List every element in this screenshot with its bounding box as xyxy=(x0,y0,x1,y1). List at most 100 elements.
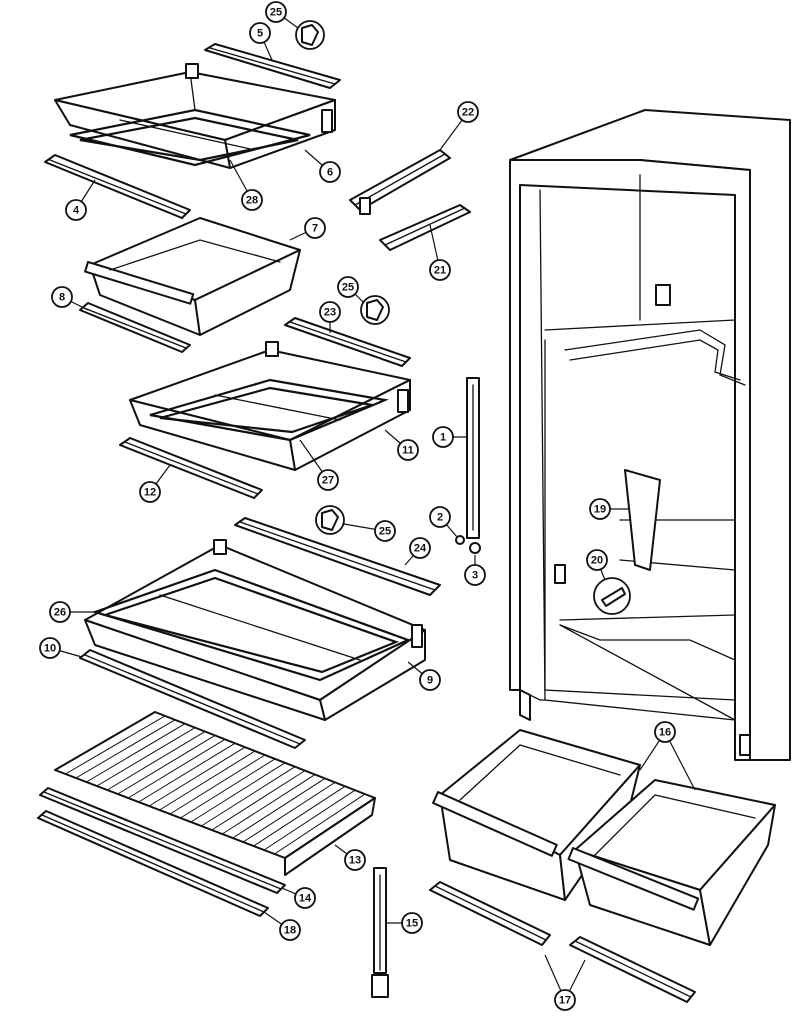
callout-number: 11 xyxy=(402,445,414,457)
drawer-rail-17-left xyxy=(429,881,551,946)
callout-9: 9 xyxy=(419,669,441,691)
callout-circle xyxy=(265,1,287,23)
callout-number: 10 xyxy=(44,643,56,655)
wire-rod xyxy=(148,746,246,807)
callout-circle xyxy=(654,721,676,743)
callout-2: 2 xyxy=(429,506,451,528)
callout-circle xyxy=(39,637,61,659)
callout-number: 24 xyxy=(414,543,427,555)
callout-number: 16 xyxy=(659,727,671,739)
clip-3 xyxy=(469,542,481,554)
callout-labels: 2556284782221252311271212325242610919201… xyxy=(39,1,676,1011)
clip-25-icon xyxy=(360,295,390,325)
callout-circle xyxy=(319,161,341,183)
callout-number: 25 xyxy=(342,282,354,294)
shelf-6-assembly xyxy=(54,63,336,169)
callout-number: 13 xyxy=(349,855,361,867)
callout-24: 24 xyxy=(409,537,431,559)
callout-number: 4 xyxy=(73,205,80,217)
callout-circle xyxy=(344,849,366,871)
shelf-rail-22 xyxy=(349,149,451,215)
wire-rod xyxy=(242,781,336,843)
callout-number: 18 xyxy=(284,925,296,937)
shelf-rail-21 xyxy=(379,204,471,251)
callout-6: 6 xyxy=(319,161,341,183)
callout-23: 23 xyxy=(319,301,341,323)
trim-strip-24 xyxy=(234,517,441,596)
callout-circle xyxy=(589,498,611,520)
bracket-19 xyxy=(624,469,661,571)
callout-number: 3 xyxy=(472,570,478,582)
callout-8: 8 xyxy=(51,286,73,308)
wire-rod xyxy=(190,762,286,823)
callout-18: 18 xyxy=(279,919,301,941)
wire-rod xyxy=(232,778,326,839)
callout-circle xyxy=(317,469,339,491)
glass-shelf-26 xyxy=(91,568,411,682)
wire-shelf-13 xyxy=(54,711,376,876)
wire-rod xyxy=(65,715,166,775)
callout-number: 23 xyxy=(324,307,336,319)
trim-strip-12 xyxy=(119,437,263,499)
refrigerator-cabinet xyxy=(509,109,791,761)
screw-2 xyxy=(455,535,465,545)
trim-strip-8 xyxy=(79,302,191,353)
callout-circle xyxy=(554,989,576,1011)
callout-19: 19 xyxy=(589,498,611,520)
callout-circle xyxy=(139,481,161,503)
callout-circle xyxy=(51,286,73,308)
wire-rod xyxy=(263,789,356,851)
wire-rod xyxy=(211,770,306,831)
callout-17: 17 xyxy=(554,989,576,1011)
callout-circle xyxy=(65,199,87,221)
callout-21: 21 xyxy=(429,259,451,281)
wire-rod xyxy=(127,738,226,799)
callout-number: 5 xyxy=(257,28,263,40)
callout-number: 28 xyxy=(246,195,258,207)
callout-circle xyxy=(337,276,359,298)
callout-number: 22 xyxy=(462,107,474,119)
wire-rod xyxy=(86,723,186,783)
callout-25: 25 xyxy=(374,520,396,542)
callout-circle xyxy=(249,22,271,44)
callout-number: 20 xyxy=(591,555,603,567)
callout-number: 25 xyxy=(379,526,391,538)
trim-strip-4 xyxy=(44,154,191,219)
callout-number: 2 xyxy=(437,512,443,524)
wire-rod xyxy=(117,735,216,795)
callout-circle xyxy=(464,564,486,586)
clip-25-icon xyxy=(315,505,345,535)
trim-strip-5 xyxy=(204,43,341,89)
callout-16: 16 xyxy=(654,721,676,743)
callout-number: 21 xyxy=(434,265,446,277)
callout-number: 19 xyxy=(594,504,606,516)
callout-circle xyxy=(241,189,263,211)
wire-rod xyxy=(138,742,236,803)
wire-rod xyxy=(274,793,366,855)
callout-circle xyxy=(409,537,431,559)
callout-11: 11 xyxy=(397,439,419,461)
shelf-support-1 xyxy=(466,377,480,539)
callout-number: 8 xyxy=(59,292,65,304)
callout-circle xyxy=(397,439,419,461)
wire-rod xyxy=(107,731,206,791)
callout-27: 27 xyxy=(317,469,339,491)
callout-circle xyxy=(429,506,451,528)
callout-number: 1 xyxy=(440,432,446,444)
callout-12: 12 xyxy=(139,481,161,503)
callout-15: 15 xyxy=(401,912,423,934)
shelf-9-assembly xyxy=(84,539,426,721)
callout-4: 4 xyxy=(65,199,87,221)
support-15 xyxy=(371,867,389,998)
callout-26: 26 xyxy=(49,601,71,623)
callout-circle xyxy=(49,601,71,623)
callout-number: 14 xyxy=(299,893,312,905)
trim-strip-10 xyxy=(79,649,306,749)
callout-10: 10 xyxy=(39,637,61,659)
callout-25: 25 xyxy=(265,1,287,23)
callout-22: 22 xyxy=(457,101,479,123)
callout-number: 7 xyxy=(312,223,318,235)
callout-28: 28 xyxy=(241,189,263,211)
callout-number: 17 xyxy=(559,995,571,1007)
